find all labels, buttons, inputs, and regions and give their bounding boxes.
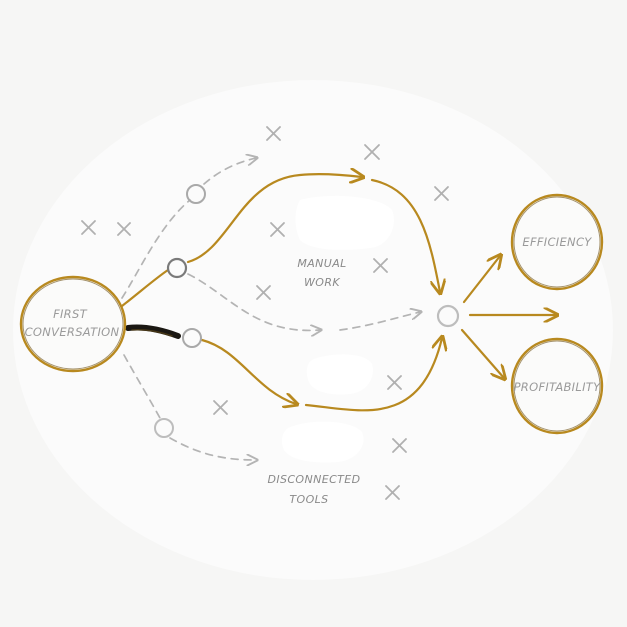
cross-mark-icon bbox=[364, 144, 380, 160]
blob-lower-top bbox=[306, 354, 374, 395]
node-efficiency: Efficiency bbox=[510, 193, 604, 291]
disconnected-tools-line2: Tools bbox=[289, 493, 328, 506]
cross-mark-icon bbox=[387, 375, 402, 390]
first-conversation-line1: First bbox=[53, 307, 87, 321]
gold-paths bbox=[120, 174, 556, 412]
cross-mark-icon bbox=[373, 258, 388, 273]
hollow-circle-icon bbox=[436, 304, 460, 328]
dashed-path-middle-to-merge bbox=[187, 273, 320, 330]
manual-work-line1: Manual bbox=[297, 257, 346, 270]
gold-arrow-to-efficiency bbox=[462, 256, 500, 304]
gold-path-lower-curve bbox=[200, 338, 296, 404]
cross-mark-icon bbox=[81, 220, 96, 235]
hollow-circle-icon bbox=[166, 257, 188, 279]
ink-brush-stroke bbox=[125, 324, 181, 339]
disconnected-tools-line1: Disconnected bbox=[267, 473, 360, 486]
cross-mark-icon bbox=[392, 438, 407, 453]
efficiency-label: Efficiency bbox=[522, 235, 592, 249]
manual-work-line2: Work bbox=[304, 276, 340, 289]
blob-lower-bottom bbox=[281, 421, 364, 463]
cross-mark-icon bbox=[434, 186, 449, 201]
node-first-conversation: First Conversation bbox=[19, 275, 127, 373]
cross-mark-icon bbox=[266, 126, 281, 141]
gold-path-top-to-merge bbox=[370, 178, 440, 292]
cross-mark-icon bbox=[270, 222, 285, 237]
hollow-circle-icon bbox=[182, 328, 202, 348]
blob-upper bbox=[295, 195, 394, 250]
label-disconnected-tools: Disconnected Tools bbox=[267, 473, 360, 506]
dashed-path-upper-branch bbox=[121, 199, 191, 299]
dashed-path-bottom-arrow bbox=[169, 437, 256, 460]
ink-brush-stroke-highlight bbox=[131, 329, 173, 337]
dashed-paths bbox=[121, 158, 420, 460]
white-blobs bbox=[281, 195, 394, 463]
gold-path-upper-curve bbox=[186, 174, 362, 264]
gold-path-bottom-to-merge bbox=[304, 338, 442, 412]
cross-mark-icon bbox=[385, 485, 400, 500]
gold-arrow-to-profitability bbox=[460, 328, 504, 378]
node-profitability: Profitability bbox=[510, 337, 604, 435]
label-manual-work: Manual Work bbox=[297, 257, 346, 289]
hollow-circle-icon bbox=[154, 418, 174, 438]
dashed-path-to-top-arrow bbox=[203, 158, 256, 185]
first-conversation-line2: Conversation bbox=[25, 325, 120, 339]
profitability-label: Profitability bbox=[514, 380, 602, 394]
cross-marks bbox=[81, 126, 449, 500]
hollow-circle-icon bbox=[186, 184, 206, 204]
dashed-path-lower-branch bbox=[123, 354, 161, 419]
cross-mark-icon bbox=[117, 222, 131, 236]
cross-mark-icon bbox=[256, 285, 271, 300]
cross-mark-icon bbox=[213, 400, 228, 415]
gold-path-first-to-upper bbox=[120, 268, 170, 308]
hollow-circles bbox=[154, 184, 460, 438]
dashed-path-right-middle bbox=[339, 312, 420, 331]
